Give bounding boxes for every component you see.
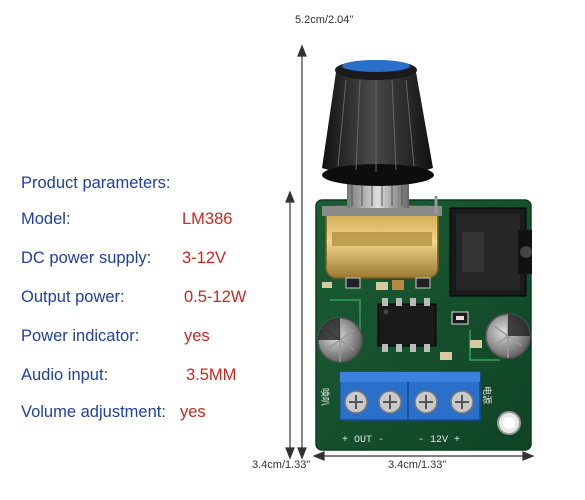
lm386-chip bbox=[377, 298, 437, 352]
capacitor-left bbox=[317, 317, 363, 363]
param-value: 3-12V bbox=[182, 249, 227, 267]
param-value: LM386 bbox=[182, 210, 233, 228]
param-value: yes bbox=[184, 327, 210, 345]
smd-components bbox=[322, 277, 482, 360]
dimension-left-label: 3.4cm/1.33" bbox=[252, 459, 311, 471]
param-label: Model: bbox=[21, 210, 71, 228]
param-label: DC power supply: bbox=[21, 249, 152, 267]
dimension-bottom-label: 3.4cm/1.33" bbox=[388, 459, 447, 471]
param-label: Output power: bbox=[21, 288, 125, 306]
param-label: Volume adjustment: bbox=[21, 403, 166, 421]
parameters-heading: Product parameters: bbox=[21, 174, 171, 192]
side-label-speaker: 喚叭 bbox=[319, 388, 331, 406]
side-label-power: 电源 bbox=[481, 386, 493, 404]
terminal-label-12v: - 12V + bbox=[418, 435, 460, 446]
knob bbox=[322, 60, 434, 186]
param-value: 0.5-12W bbox=[184, 288, 247, 306]
param-label: Power indicator: bbox=[21, 327, 140, 345]
audio-jack bbox=[449, 207, 532, 297]
terminal-label-out: + OUT - bbox=[342, 435, 384, 446]
param-value: 3.5MM bbox=[186, 366, 237, 384]
param-label: Audio input: bbox=[21, 366, 109, 384]
potentiometer bbox=[322, 176, 442, 279]
dimension-lines bbox=[285, 44, 535, 461]
screw-terminals bbox=[339, 371, 481, 421]
param-value: yes bbox=[180, 403, 206, 421]
capacitor-right bbox=[485, 313, 531, 359]
dimension-top-label: 5.2cm/2.04" bbox=[295, 14, 354, 26]
